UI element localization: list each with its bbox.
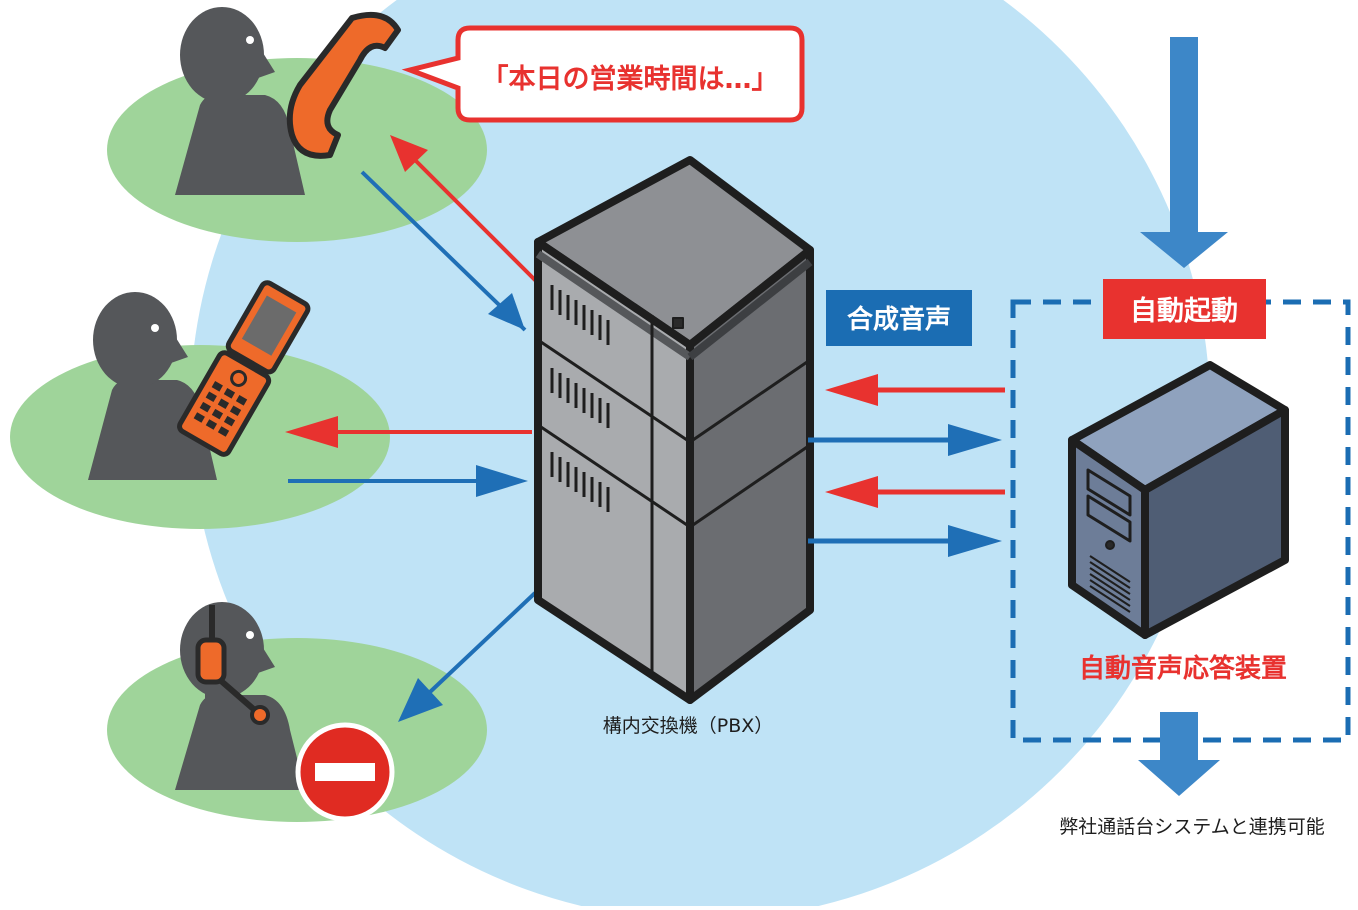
synth-voice-label: 合成音声 — [847, 304, 951, 335]
pbx-rack-icon — [534, 156, 814, 704]
callout-text: 「本日の営業時間は…」 — [482, 63, 779, 95]
no-entry-icon — [295, 722, 395, 822]
person-with-flip-phone-icon — [88, 292, 217, 480]
integration-label: 弊社通話台システムと連携可能 — [1059, 816, 1324, 838]
callout-bubble — [401, 25, 805, 123]
headset-icon — [195, 605, 270, 725]
pbx-label: 構内交換機（PBX） — [603, 715, 774, 737]
operator-ellipse — [107, 638, 487, 822]
server-tower-icon — [1068, 361, 1289, 639]
landline-outbound-arrow — [360, 170, 527, 332]
trigger-arrow — [1140, 37, 1228, 268]
pbx-ivr-arrows — [808, 374, 1005, 557]
flip-phone-icon — [177, 280, 311, 457]
call-arrows — [285, 135, 540, 722]
ivr-device-label: 自動音声応答装置 — [1079, 653, 1287, 684]
landline-inbound-arrow — [403, 148, 540, 285]
person-with-landline-phone-icon — [175, 7, 305, 195]
auto-start-label: 自動起動 — [1130, 295, 1238, 327]
synth-voice-label-bg — [826, 290, 972, 346]
auto-start-label-bg — [1103, 279, 1266, 339]
landline-handset-icon — [286, 12, 401, 159]
operator-arrow — [428, 591, 537, 694]
integration-arrow — [1138, 712, 1220, 796]
